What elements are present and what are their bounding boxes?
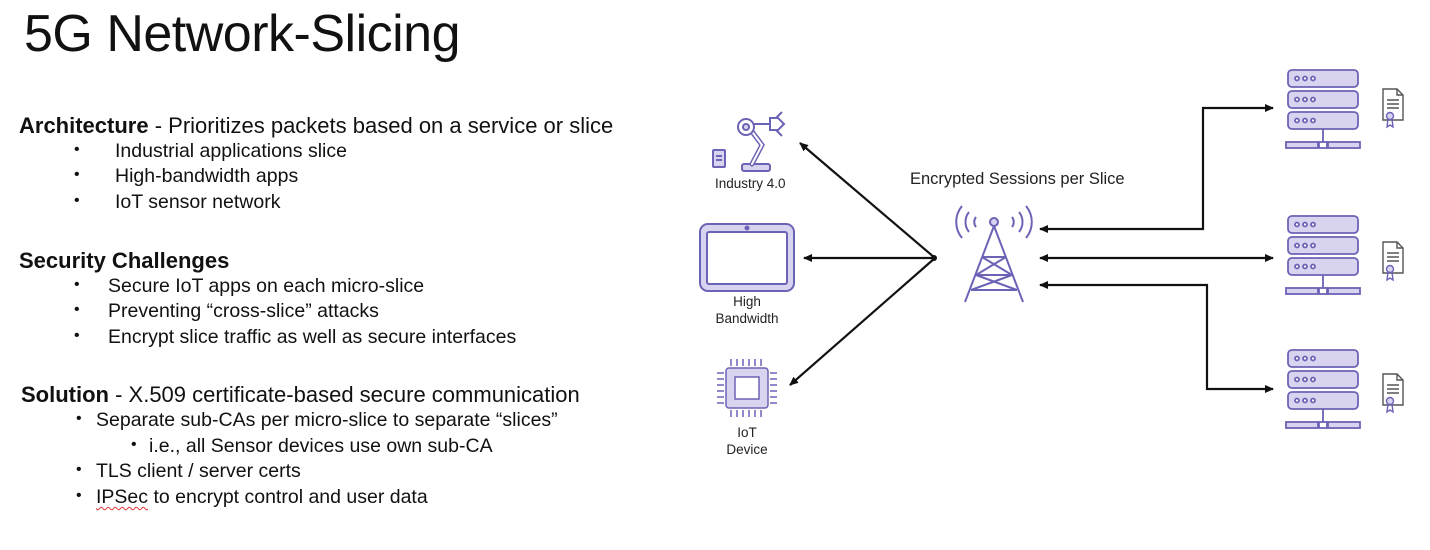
bullet-dot: •	[76, 410, 82, 427]
solution-sub-bullet: i.e., all Sensor devices use own sub-CA	[149, 435, 493, 457]
architecture-bullet: IoT sensor network	[115, 191, 281, 213]
arrow-to-server-bottom	[1039, 281, 1274, 393]
bullet-dot: •	[76, 487, 82, 504]
solution-bullet: TLS client / server certs	[96, 460, 301, 482]
architecture-tagline: - Prioritizes packets based on a service…	[148, 113, 614, 138]
tablet-icon	[699, 223, 795, 292]
certificate-icon	[1382, 241, 1404, 282]
bullet-dot: •	[74, 301, 80, 318]
bullet-dot: •	[74, 192, 80, 209]
architecture-heading: Architecture	[19, 113, 149, 138]
solution-bullet: IPSec to encrypt control and user data	[96, 484, 428, 510]
tablet-label-line1: High	[733, 294, 761, 309]
bullet-dot: •	[74, 166, 80, 183]
solution-bullet: Separate sub-CAs per micro-slice to sepa…	[96, 409, 558, 431]
security-bullet: Encrypt slice traffic as well as secure …	[108, 326, 517, 348]
industry-label: Industry 4.0	[715, 176, 786, 191]
server-icon	[1285, 69, 1361, 149]
tower-caption: Encrypted Sessions per Slice	[910, 170, 1125, 188]
ipsec-word: IPSec	[96, 486, 149, 508]
solution-tagline: - X.509 certificate-based secure communi…	[108, 382, 580, 407]
hub-dot	[931, 255, 937, 261]
architecture-heading-line: Architecture - Prioritizes packets based…	[19, 113, 613, 139]
bullet-dot: •	[74, 141, 80, 158]
security-heading-line: Security Challenges	[19, 248, 229, 274]
security-bullet: Preventing “cross-slice” attacks	[108, 300, 379, 322]
bullet-dot: •	[76, 461, 82, 478]
iot-label-line2: Device	[726, 442, 767, 457]
arrow-to-iot	[789, 257, 936, 386]
cell-tower-icon	[955, 205, 1033, 303]
architecture-bullet: Industrial applications slice	[115, 140, 347, 162]
security-heading: Security Challenges	[19, 248, 230, 273]
chip-icon	[717, 359, 777, 417]
iot-label-line1: IoT	[737, 425, 757, 440]
server-icon	[1285, 349, 1361, 429]
bullet-dot: •	[74, 276, 80, 293]
solution-heading-line: Solution - X.509 certificate-based secur…	[21, 382, 580, 408]
slide-title: 5G Network-Slicing	[24, 5, 461, 63]
architecture-bullet: High-bandwidth apps	[115, 165, 299, 187]
sub-bullet-dot: •	[131, 436, 137, 453]
certificate-icon	[1382, 373, 1404, 414]
ipsec-rest: to encrypt control and user data	[148, 486, 428, 508]
server-icon	[1285, 215, 1361, 295]
bullet-dot: •	[74, 327, 80, 344]
security-bullet: Secure IoT apps on each micro-slice	[108, 275, 425, 297]
arrow-to-industry	[799, 142, 936, 259]
solution-heading: Solution	[21, 382, 109, 407]
arrow-to-server-top	[1039, 104, 1274, 233]
tablet-label-line2: Bandwidth	[715, 311, 778, 326]
robot-arm-icon	[712, 111, 786, 172]
certificate-icon	[1382, 88, 1404, 129]
